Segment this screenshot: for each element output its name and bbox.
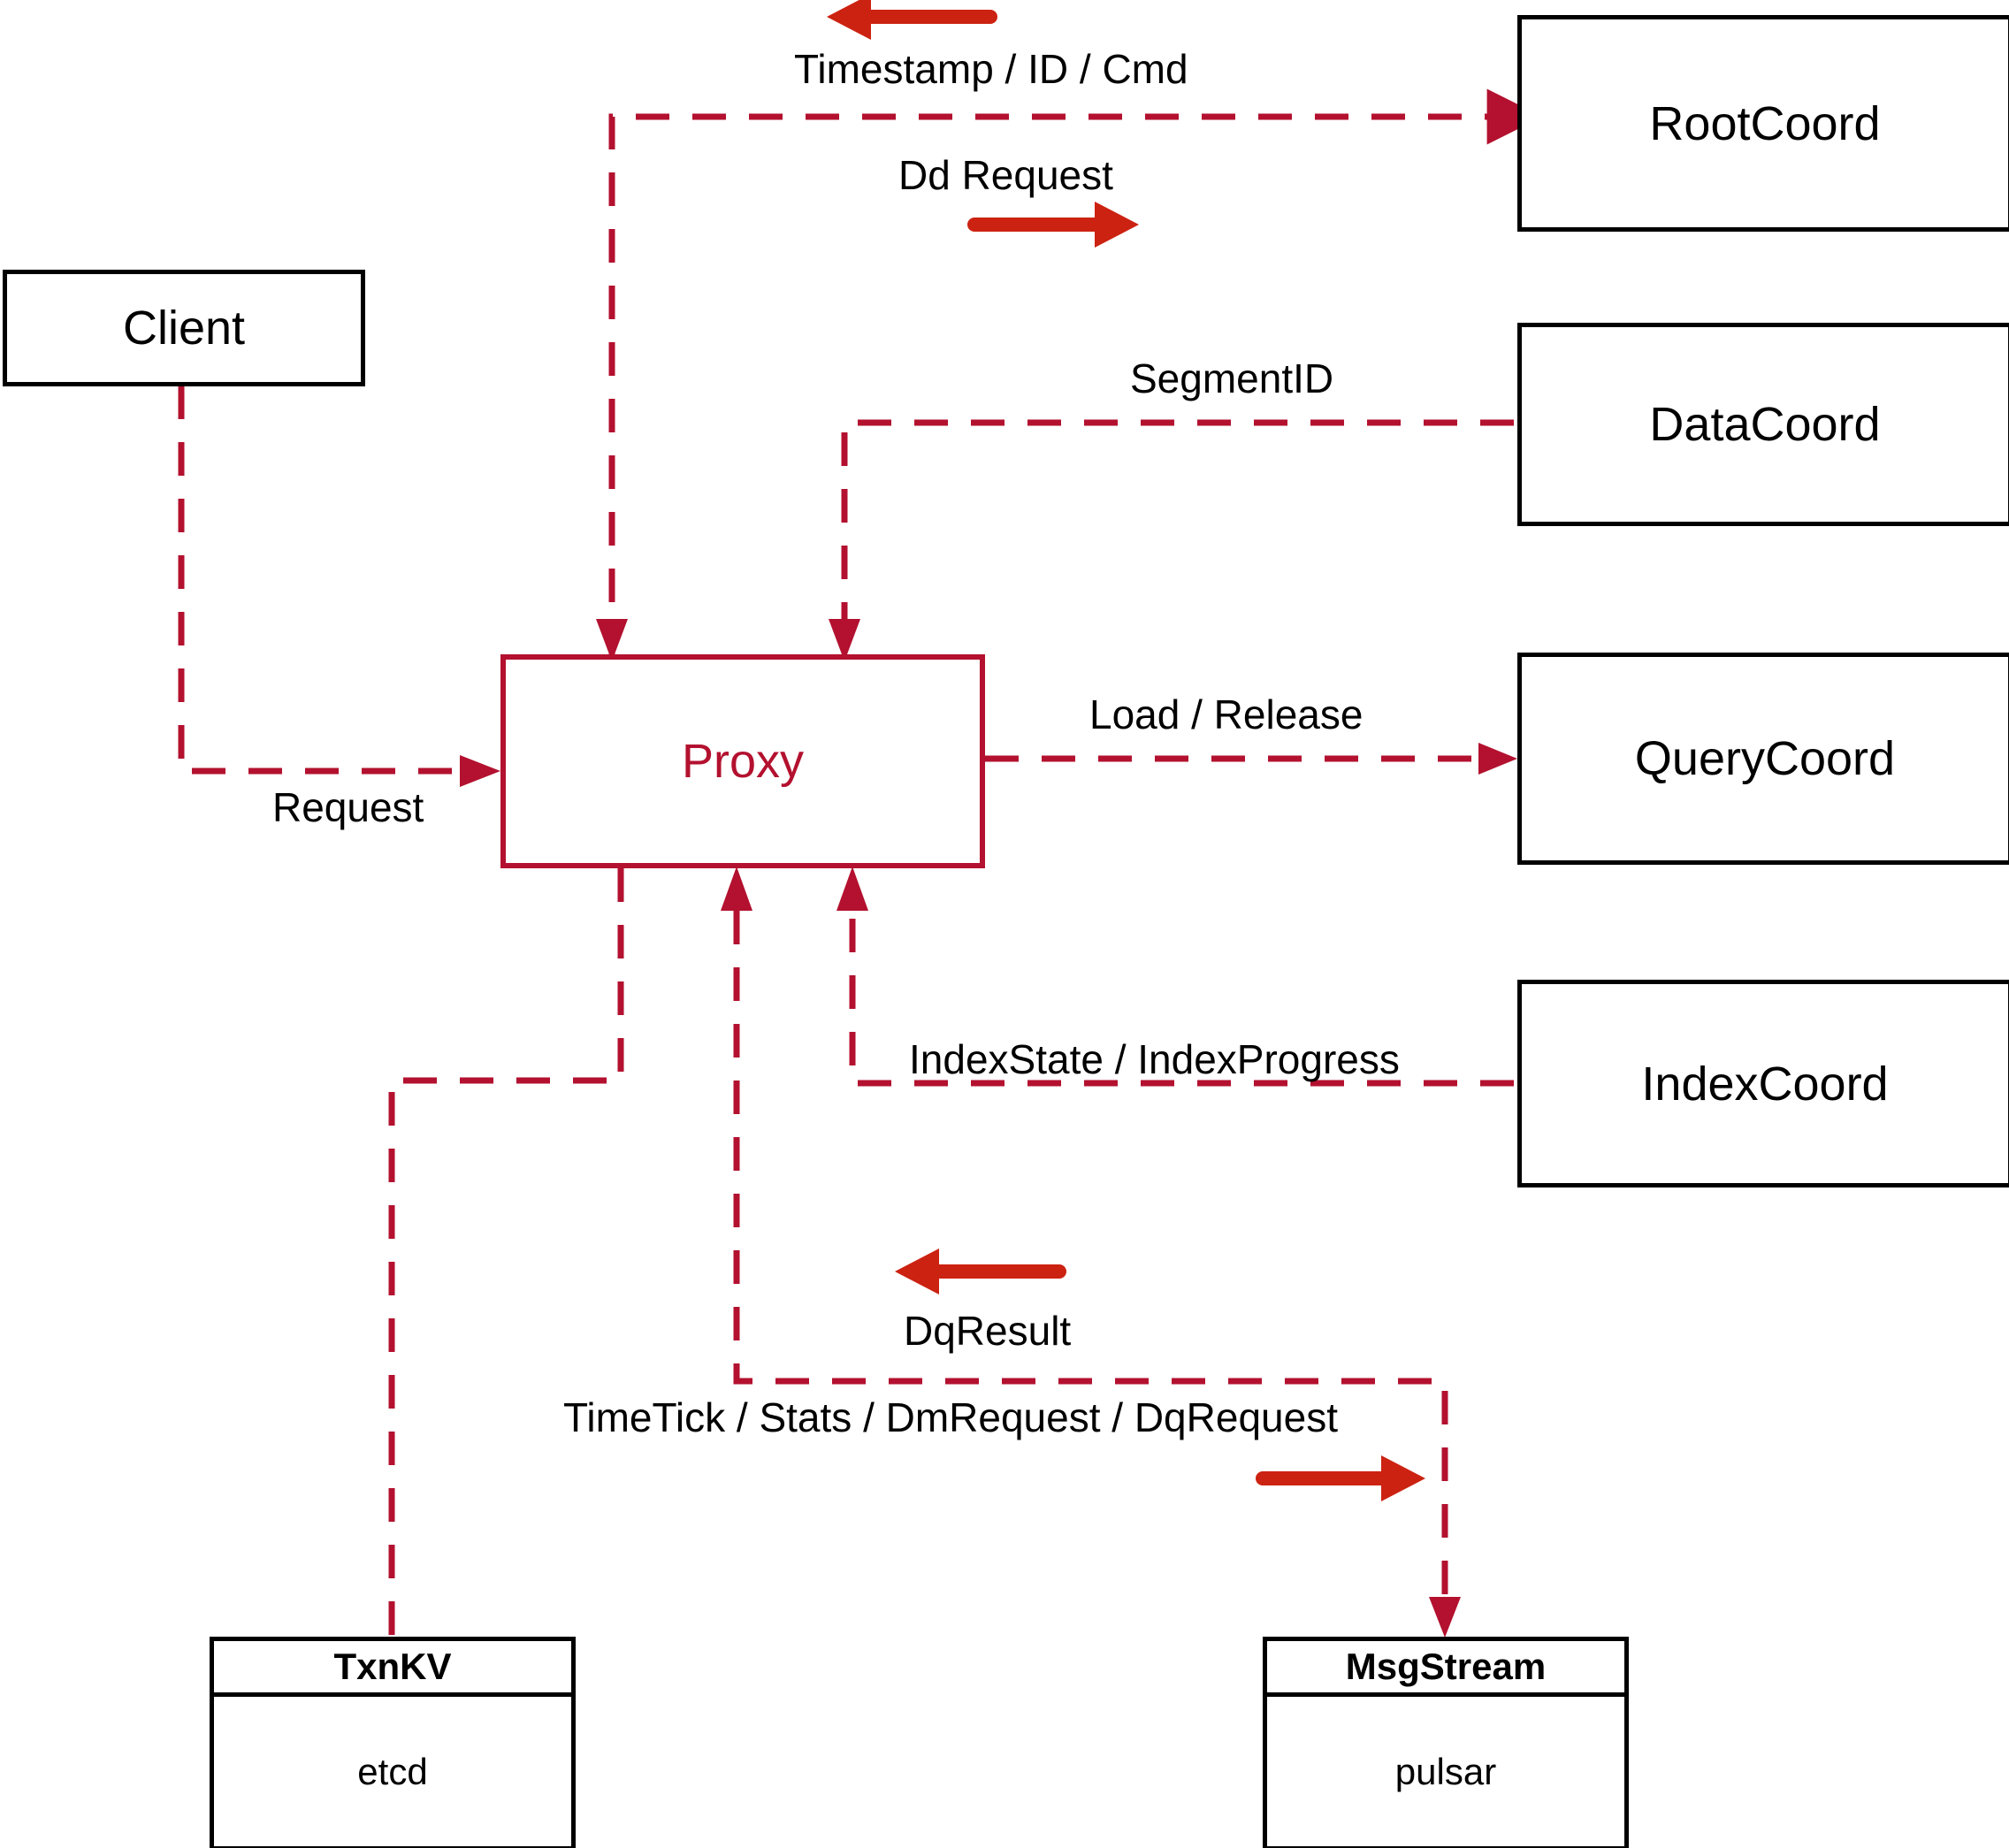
node-msgstream-header: MsgStream (1267, 1641, 1624, 1697)
node-proxy[interactable]: Proxy (500, 654, 985, 868)
edge-label-timetick-stats: TimeTick / Stats / DmRequest / DqRequest (563, 1394, 1338, 1440)
node-rootcoord-label: RootCoord (1649, 96, 1881, 150)
node-txnkv-body: etcd (357, 1750, 428, 1792)
node-msgstream-body: pulsar (1394, 1750, 1497, 1792)
bold-arrow-dd-request-right (967, 202, 1139, 248)
node-proxy-label: Proxy (681, 735, 805, 788)
bold-arrow-dqrequest-right (1256, 1455, 1425, 1501)
edge-label-load-release: Load / Release (1089, 691, 1364, 737)
edge-datacoord-proxy (829, 419, 1514, 661)
edge-proxy-msgstream (721, 867, 1461, 1638)
node-txnkv-header: TxnKV (214, 1641, 571, 1697)
edge-label-dq-result: DqResult (904, 1308, 1072, 1354)
bold-arrow-timestamp-left (827, 0, 997, 40)
node-rootcoord[interactable]: RootCoord (1517, 15, 2009, 232)
edge-label-index-state: IndexState / IndexProgress (909, 1036, 1400, 1082)
node-querycoord[interactable]: QueryCoord (1517, 653, 2009, 865)
edge-proxy-querycoord (985, 743, 1517, 775)
bold-arrow-dqresult-left (895, 1249, 1066, 1294)
node-msgstream[interactable]: MsgStream pulsar (1263, 1637, 1629, 1848)
node-querycoord-label: QueryCoord (1634, 732, 1896, 785)
edge-indexcoord-proxy (836, 867, 1514, 1087)
edge-label-segment-id: SegmentID (1130, 355, 1334, 401)
edge-label-request: Request (272, 784, 424, 830)
node-txnkv[interactable]: TxnKV etcd (210, 1637, 576, 1848)
edge-label-timestamp-id-cmd: Timestamp / ID / Cmd (794, 46, 1188, 92)
edge-proxy-rootcoord (596, 88, 1543, 661)
edge-client-proxy (178, 386, 500, 787)
node-client-label: Client (122, 302, 246, 355)
node-datacoord[interactable]: DataCoord (1517, 323, 2009, 526)
edge-proxy-txnkv (388, 868, 624, 1637)
edge-label-dd-request: Dd Request (898, 152, 1113, 198)
node-indexcoord[interactable]: IndexCoord (1517, 980, 2009, 1187)
node-indexcoord-label: IndexCoord (1641, 1057, 1889, 1111)
node-client[interactable]: Client (3, 270, 365, 386)
node-datacoord-label: DataCoord (1649, 398, 1881, 451)
